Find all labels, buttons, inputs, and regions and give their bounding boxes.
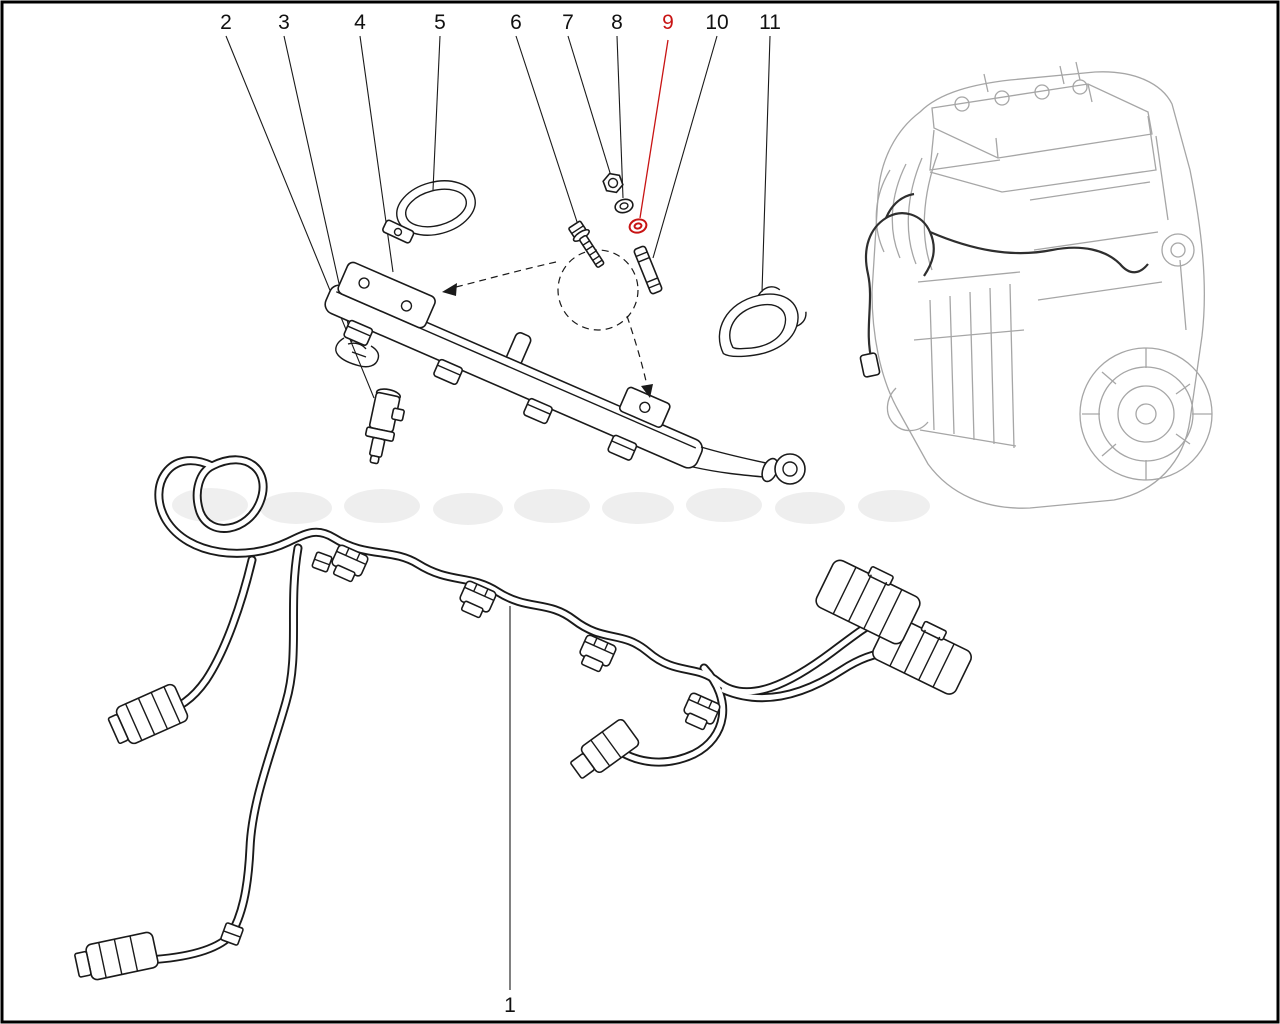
nut: [602, 172, 624, 194]
callout-7-label: 7: [562, 11, 574, 34]
harness-injector-connector: [579, 634, 617, 673]
callout-labels: 2 3 4 5 6 7 8 9 10 11 1: [220, 11, 781, 1017]
harness-injector-connector: [683, 692, 721, 731]
harness-clip: [220, 922, 244, 946]
callout-3-label: 3: [278, 11, 290, 34]
harness-injector-connector: [331, 544, 369, 583]
leader-line-9: [639, 39, 669, 219]
callout-8-label: 8: [611, 11, 623, 34]
callout-5-label: 5: [434, 11, 446, 34]
leader-line-10: [652, 35, 718, 259]
bolt: [568, 220, 605, 268]
engine-sketch: [871, 61, 1213, 509]
callout-11-label: 11: [759, 11, 781, 34]
stud: [633, 245, 663, 295]
callout-2-label: 2: [220, 11, 232, 34]
callout-9-label: 9: [662, 11, 674, 34]
seal-ring: [628, 218, 648, 234]
fuel-rail: [324, 261, 806, 485]
harness-right-connector: [815, 559, 921, 645]
assembly-guides: [442, 249, 653, 398]
cable-clamp: [382, 180, 476, 244]
harness-injector-connector: [459, 580, 497, 619]
harness-clip: [311, 551, 333, 573]
leader-line-8: [616, 35, 624, 199]
leader-line-4: [359, 35, 394, 273]
washer: [614, 198, 634, 214]
leader-lines: [225, 35, 771, 990]
engine-harness-sketch: [859, 192, 1149, 378]
injector-clip: [335, 337, 380, 368]
retaining-clip: [718, 286, 807, 358]
harness-left-connector: [107, 683, 189, 745]
harness-bottom-connector: [74, 931, 159, 981]
leader-line-5: [432, 35, 441, 191]
harness-down-connector: [570, 718, 640, 779]
watermark: [172, 488, 930, 525]
callout-4-label: 4: [354, 11, 366, 34]
leader-line-7: [567, 35, 612, 177]
leader-line-11: [761, 35, 771, 293]
injector: [364, 388, 405, 465]
callout-6-label: 6: [510, 11, 522, 34]
leader-line-6: [515, 35, 582, 235]
callout-1-label: 1: [504, 994, 516, 1017]
callout-10-label: 10: [705, 11, 728, 34]
wiring-harness: [74, 455, 972, 981]
